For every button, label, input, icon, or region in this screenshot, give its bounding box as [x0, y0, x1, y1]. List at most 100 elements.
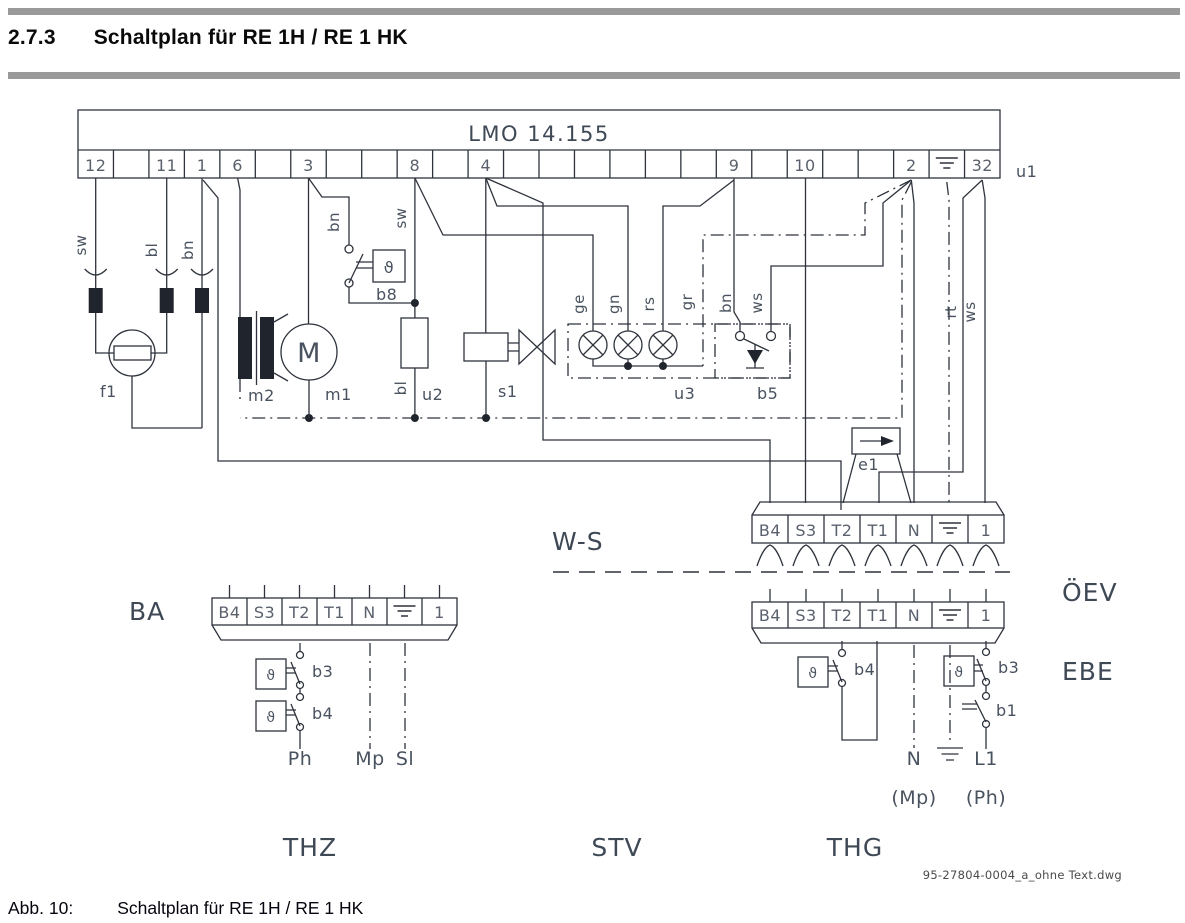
terminal-label: 4: [480, 156, 491, 175]
u1-label: u1: [1016, 162, 1037, 181]
oev-n-label: N: [907, 748, 922, 770]
bl-u2-label: bl: [392, 381, 410, 396]
terminal-label: T1: [867, 521, 889, 540]
device-name: LMO 14.155: [468, 122, 610, 146]
flame-detector-f1: f1: [100, 329, 156, 401]
ba-b4-thermo-icon: ϑ: [266, 710, 275, 726]
terminal-label: 9: [729, 156, 740, 175]
stv-label: STV: [591, 833, 642, 862]
terminal-label: T1: [867, 606, 889, 625]
oil-preheater-u2: u2: [400, 317, 443, 404]
solenoid-valve-s1: s1: [463, 328, 556, 401]
oev-b3-label: b3: [998, 658, 1019, 677]
ws-right-label: ws: [961, 301, 979, 322]
rs-label: rs: [640, 297, 658, 312]
oev-l1-label: L1: [974, 748, 998, 770]
burner-motor-m1: M m1: [280, 323, 352, 404]
earth-icon: [935, 157, 958, 169]
terminal-label: 1: [981, 606, 992, 625]
earth-icon: [937, 747, 963, 761]
section-labels: BA W-S ÖEV EBE THZ STV THG u1 95-27804-0…: [129, 162, 1122, 882]
terminal-label: 10: [794, 156, 815, 175]
ba-terminal-strip: B4 S3 T2 T1 N 1: [211, 585, 458, 641]
caption-number: Abb. 10:: [8, 898, 74, 918]
ba-section-label: BA: [129, 597, 165, 626]
wire-labels: sw bl bn bn sw bl ge gn rs gr bn ws rt w…: [72, 207, 979, 395]
terminal-label: 11: [156, 156, 177, 175]
oev-mp-paren-label: (Mp): [891, 787, 936, 809]
terminal-label: S3: [254, 603, 275, 622]
ba-sl-label: Sl: [396, 748, 414, 770]
f1-label: f1: [100, 382, 117, 401]
gn-label: gn: [605, 294, 623, 314]
terminal-label: B4: [218, 603, 240, 622]
earth-icon: [393, 605, 416, 617]
terminal-label: T2: [831, 606, 853, 625]
top-rule: [8, 8, 1180, 15]
earth-icon: [939, 609, 961, 621]
bn-b8-label: bn: [325, 212, 343, 232]
terminal-label: S3: [795, 606, 816, 625]
terminal-label: B4: [759, 606, 781, 625]
wiring: [95, 177, 1010, 573]
terminal-label: B4: [759, 521, 781, 540]
lamp-rs-icon: [648, 330, 678, 360]
b5-label: b5: [757, 384, 778, 403]
title-rule: [8, 72, 1180, 79]
terminal-label: T2: [831, 521, 853, 540]
release-switch-b5: b5: [714, 323, 791, 403]
terminal-label: N: [363, 603, 375, 622]
terminal-label: 32: [972, 156, 993, 175]
sw-u2-label: sw: [392, 207, 410, 228]
page-title: 2.7.3 Schaltplan für RE 1H / RE 1 HK: [8, 26, 408, 50]
ba-b3-thermo-icon: ϑ: [266, 668, 275, 684]
plug-connectors: [84, 268, 214, 313]
terminal-label: 12: [85, 156, 106, 175]
terminal-label: 8: [410, 156, 421, 175]
lamp-unit-u3: u3: [567, 323, 791, 403]
m1-label: m1: [325, 385, 352, 404]
ignition-transformer-m2: m2: [238, 311, 289, 405]
terminal-label: 1: [981, 521, 992, 540]
lamp-gn-icon: [613, 330, 643, 360]
terminal-label: 6: [232, 156, 243, 175]
gr-label: gr: [678, 293, 696, 310]
ws-section-label: W-S: [552, 527, 604, 556]
thz-label: THZ: [282, 833, 337, 862]
terminal-label: S3: [795, 521, 816, 540]
caption-text: Schaltplan für RE 1H / RE 1 HK: [117, 898, 364, 918]
oev-b1-label: b1: [996, 701, 1017, 720]
terminal-label: 3: [303, 156, 314, 175]
terminal-label: 1: [197, 156, 208, 175]
rt-right-label: rt: [942, 305, 960, 318]
oev-b4-thermo-icon: ϑ: [808, 666, 817, 682]
thg-label: THG: [826, 833, 883, 862]
sw-left-label: sw: [72, 234, 90, 255]
terminal-label: T1: [323, 603, 345, 622]
u2-label: u2: [422, 385, 443, 404]
b8-thermo-icon: ϑ: [384, 258, 394, 277]
oev-b3-thermo-icon: ϑ: [954, 665, 963, 681]
ebe-section-label: EBE: [1062, 657, 1114, 686]
terminal-label: T2: [288, 603, 310, 622]
b8-label: b8: [376, 285, 397, 304]
oev-section-label: ÖEV: [1062, 578, 1118, 607]
oev-ph-paren-label: (Ph): [966, 787, 1006, 809]
bn-left-label: bn: [179, 240, 197, 260]
e1-label: e1: [858, 455, 879, 474]
u3-label: u3: [674, 384, 695, 403]
figure-caption: Abb. 10: Schaltplan für RE 1H / RE 1 HK: [8, 898, 363, 919]
earth-icon: [939, 522, 961, 534]
m2-label: m2: [248, 386, 275, 405]
terminal-label: 1: [434, 603, 445, 622]
section-number: 2.7.3: [8, 26, 56, 49]
terminal-label: 2: [906, 156, 917, 175]
lamp-ge-icon: [578, 330, 608, 360]
section-title: Schaltplan für RE 1H / RE 1 HK: [93, 26, 408, 49]
s1-label: s1: [498, 382, 518, 401]
